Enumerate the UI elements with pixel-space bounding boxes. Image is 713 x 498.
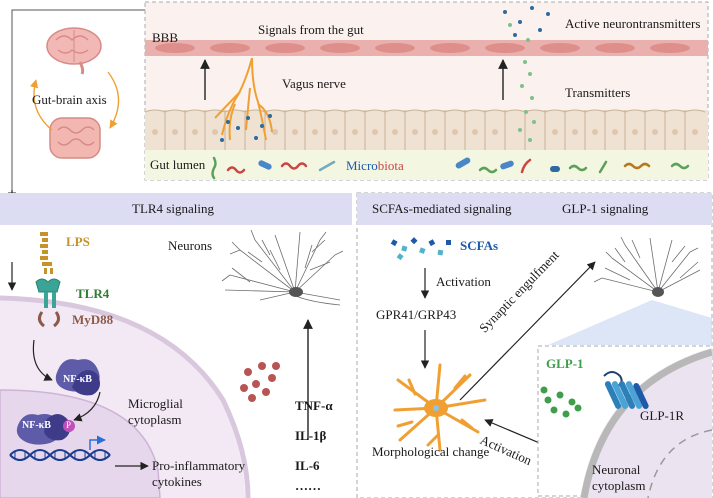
microbiota-prefix: Micro xyxy=(346,158,378,173)
axis-label: Gut-brain axis xyxy=(32,92,107,107)
brain-icon xyxy=(46,27,102,75)
vagus-nerve xyxy=(214,57,273,141)
nfkb-complex-icon xyxy=(55,359,100,396)
neuron-sketch-left xyxy=(221,229,344,306)
cytokines-label: cytokines xyxy=(152,474,202,489)
glp1r-label: GLP-1R xyxy=(640,408,685,423)
glp1-dots xyxy=(540,386,582,418)
microbiota-label: Microbiota xyxy=(346,158,404,174)
microglial-label: Microglial xyxy=(128,396,183,411)
bbb-label: BBB xyxy=(152,30,179,45)
glp1-label: GLP-1 xyxy=(546,356,584,371)
microglial-cyto-label: cytoplasm xyxy=(128,412,182,427)
neurons-label: Neurons xyxy=(168,238,213,253)
myd88-label: MyD88 xyxy=(72,312,114,327)
neuronal-cyto-label: cytoplasm xyxy=(592,478,646,493)
glp1r-receptor-icon xyxy=(603,371,649,409)
axis-box xyxy=(7,9,145,201)
cytokine-dots xyxy=(240,362,280,402)
tlr4-receptor-icon xyxy=(35,278,61,328)
scfa-panel xyxy=(356,192,713,498)
phospho-label: P xyxy=(66,420,72,430)
more-label: …… xyxy=(295,478,321,493)
neuronal-label: Neuronal xyxy=(592,462,641,477)
tnf-label: TNF-α xyxy=(295,398,333,413)
transmitters-label: Transmitters xyxy=(565,85,631,100)
vagus-label: Vagus nerve xyxy=(282,76,346,91)
lps-label: LPS xyxy=(66,234,90,249)
morph-label: Morphological change xyxy=(372,444,490,459)
signals-label: Signals from the gut xyxy=(258,22,364,37)
gut-panel xyxy=(144,1,709,181)
gpr-label: GPR41/GRP43 xyxy=(376,307,457,322)
nfkb-phospho-icon xyxy=(16,414,75,445)
lps-icon xyxy=(40,232,53,274)
bacteria xyxy=(211,156,690,180)
active-nt-label: Active neurontransmitters xyxy=(565,16,701,31)
tlr4-label: TLR4 xyxy=(76,286,110,301)
dna-icon xyxy=(9,449,111,461)
tlr4-header: TLR4 signaling xyxy=(132,201,214,216)
microbiota-suffix: biota xyxy=(377,158,404,173)
nfkb-label: NF-κB xyxy=(63,374,92,385)
tlr4-panel xyxy=(0,193,352,498)
scfa-header: SCFAs-mediated signaling xyxy=(372,201,512,216)
scfas-label: SCFAs xyxy=(460,238,499,253)
il6-label: IL-6 xyxy=(295,458,320,473)
nfkb-phospho-label: NF-κB xyxy=(22,420,51,431)
il1b-label: IL-1β xyxy=(295,428,327,443)
pro-inflam-label: Pro-inflammatory xyxy=(152,458,246,473)
scfa-molecules xyxy=(390,237,451,261)
gut-lumen-label: Gut lumen xyxy=(150,157,206,172)
microglia-icon xyxy=(393,363,487,452)
neuron-sketch-right xyxy=(593,236,701,293)
activation-label: Activation xyxy=(436,274,491,289)
glp1-header: GLP-1 signaling xyxy=(562,201,649,216)
intestine-icon xyxy=(49,117,101,159)
